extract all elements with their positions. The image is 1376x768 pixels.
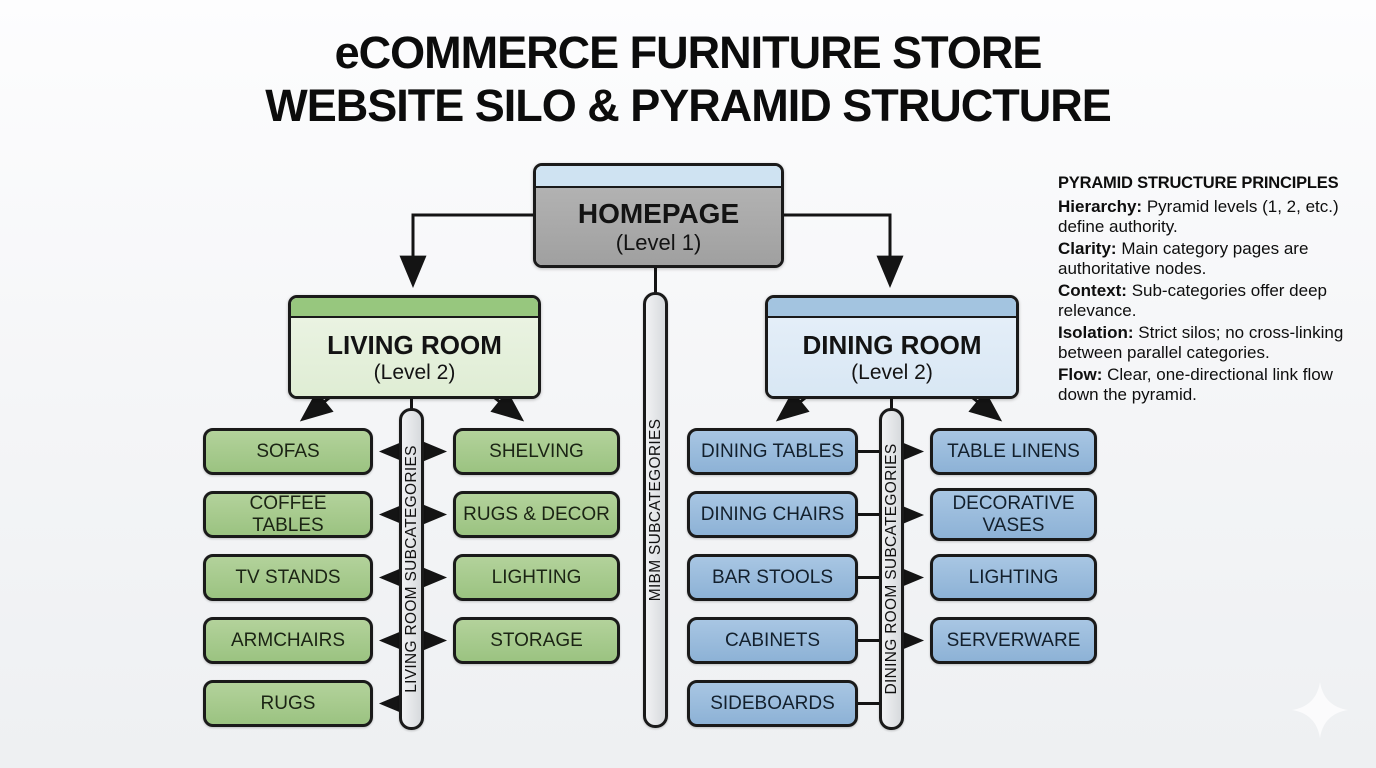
principle-isolation-text: Strict silos; no cross-linking between p… <box>1058 323 1344 362</box>
item-rugs-decor: RUGS & DECOR <box>453 491 620 538</box>
principle-hierarchy-text: Pyramid levels (1, 2, etc.) define autho… <box>1058 197 1339 236</box>
principle-context-term: Context: <box>1058 281 1127 300</box>
bar-dining-room-subcategories: DINING ROOM SUBCATEGORIES <box>879 408 904 730</box>
node-living-room-header-strip <box>291 298 538 318</box>
item-dining-tables: DINING TABLES <box>687 428 858 475</box>
item-table-linens: TABLE LINENS <box>930 428 1097 475</box>
principle-isolation-term: Isolation: <box>1058 323 1134 342</box>
principle-flow: Flow: Clear, one-directional link flow d… <box>1058 365 1350 405</box>
principle-hierarchy-term: Hierarchy: <box>1058 197 1143 216</box>
bar-dining-room-subcategories-label: DINING ROOM SUBCATEGORIES <box>882 443 900 695</box>
bar-living-room-subcategories-label: LIVING ROOM SUBCATEGORIES <box>402 445 420 693</box>
page-title: eCOMMERCE FURNITURE STORE WEBSITE SILO &… <box>0 26 1376 132</box>
node-homepage: HOMEPAGE (Level 1) <box>533 163 784 268</box>
node-living-room: LIVING ROOM (Level 2) <box>288 295 541 399</box>
principle-clarity-text: Main category pages are authoritative no… <box>1058 239 1309 278</box>
item-bar-stools: BAR STOOLS <box>687 554 858 601</box>
principle-context-text: Sub-categories offer deep relevance. <box>1058 281 1328 320</box>
item-tv-stands: TV STANDS <box>203 554 373 601</box>
page-title-line2: WEBSITE SILO & PYRAMID STRUCTURE <box>265 80 1112 132</box>
node-dining-room-sublabel: (Level 2) <box>851 360 933 384</box>
node-living-room-label: LIVING ROOM <box>327 329 502 360</box>
item-dining-chairs: DINING CHAIRS <box>687 491 858 538</box>
principle-context: Context: Sub-categories offer deep relev… <box>1058 281 1350 321</box>
sparkle-icon <box>1292 682 1348 738</box>
item-storage: STORAGE <box>453 617 620 664</box>
principle-hierarchy: Hierarchy: Pyramid levels (1, 2, etc.) d… <box>1058 197 1350 237</box>
node-homepage-sublabel: (Level 1) <box>615 229 702 255</box>
item-serverware: SERVERWARE <box>930 617 1097 664</box>
item-sideboards: SIDEBOARDS <box>687 680 858 727</box>
principle-flow-text: Clear, one-directional link flow down th… <box>1058 365 1333 404</box>
bar-main-subcategories: MIBM SUBCATEGORIES <box>643 292 668 728</box>
item-living-lighting: LIGHTING <box>453 554 620 601</box>
node-living-room-sublabel: (Level 2) <box>373 360 456 384</box>
item-decorative-vases: DECORATIVE VASES <box>930 488 1097 541</box>
item-rugs: RUGS <box>203 680 373 727</box>
item-sofas: SOFAS <box>203 428 373 475</box>
principles-panel: PYRAMID STRUCTURE PRINCIPLES Hierarchy: … <box>1058 174 1350 407</box>
item-armchairs: ARMCHAIRS <box>203 617 373 664</box>
node-dining-room: DINING ROOM (Level 2) <box>765 295 1019 399</box>
principles-heading: PYRAMID STRUCTURE PRINCIPLES <box>1058 174 1339 192</box>
principle-clarity-term: Clarity: <box>1058 239 1117 258</box>
node-homepage-label: HOMEPAGE <box>577 197 740 229</box>
bar-living-room-subcategories: LIVING ROOM SUBCATEGORIES <box>399 408 424 730</box>
node-dining-room-label: DINING ROOM <box>802 329 982 360</box>
item-dining-lighting: LIGHTING <box>930 554 1097 601</box>
bar-main-subcategories-label: MIBM SUBCATEGORIES <box>646 418 664 602</box>
node-dining-room-header-strip <box>768 298 1016 318</box>
item-cabinets: CABINETS <box>687 617 858 664</box>
item-shelving: SHELVING <box>453 428 620 475</box>
item-coffee-tables: COFFEE TABLES <box>203 491 373 538</box>
principle-clarity: Clarity: Main category pages are authori… <box>1058 239 1350 279</box>
principle-isolation: Isolation: Strict silos; no cross-linkin… <box>1058 323 1350 363</box>
node-homepage-header-strip <box>536 166 781 188</box>
principle-flow-term: Flow: <box>1058 365 1103 384</box>
page-title-line1: eCOMMERCE FURNITURE STORE <box>334 27 1043 78</box>
